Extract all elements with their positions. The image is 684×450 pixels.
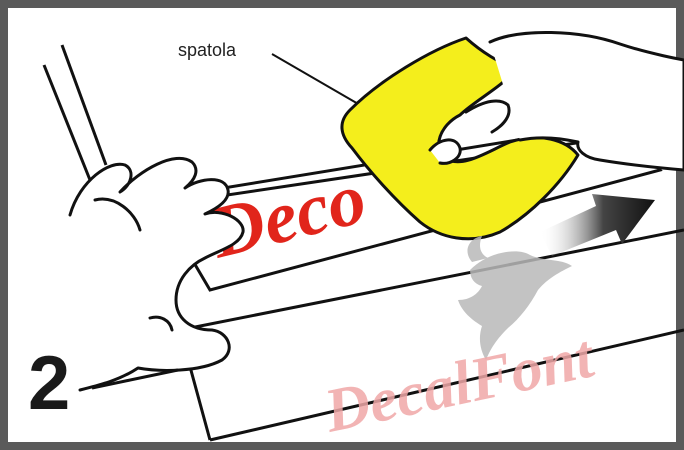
stick (44, 45, 106, 185)
spatula-label: spatola (178, 40, 236, 61)
watermark-text: DecalFont (318, 322, 601, 446)
label-leader-line (272, 54, 360, 105)
step-number: 2 (28, 346, 70, 422)
